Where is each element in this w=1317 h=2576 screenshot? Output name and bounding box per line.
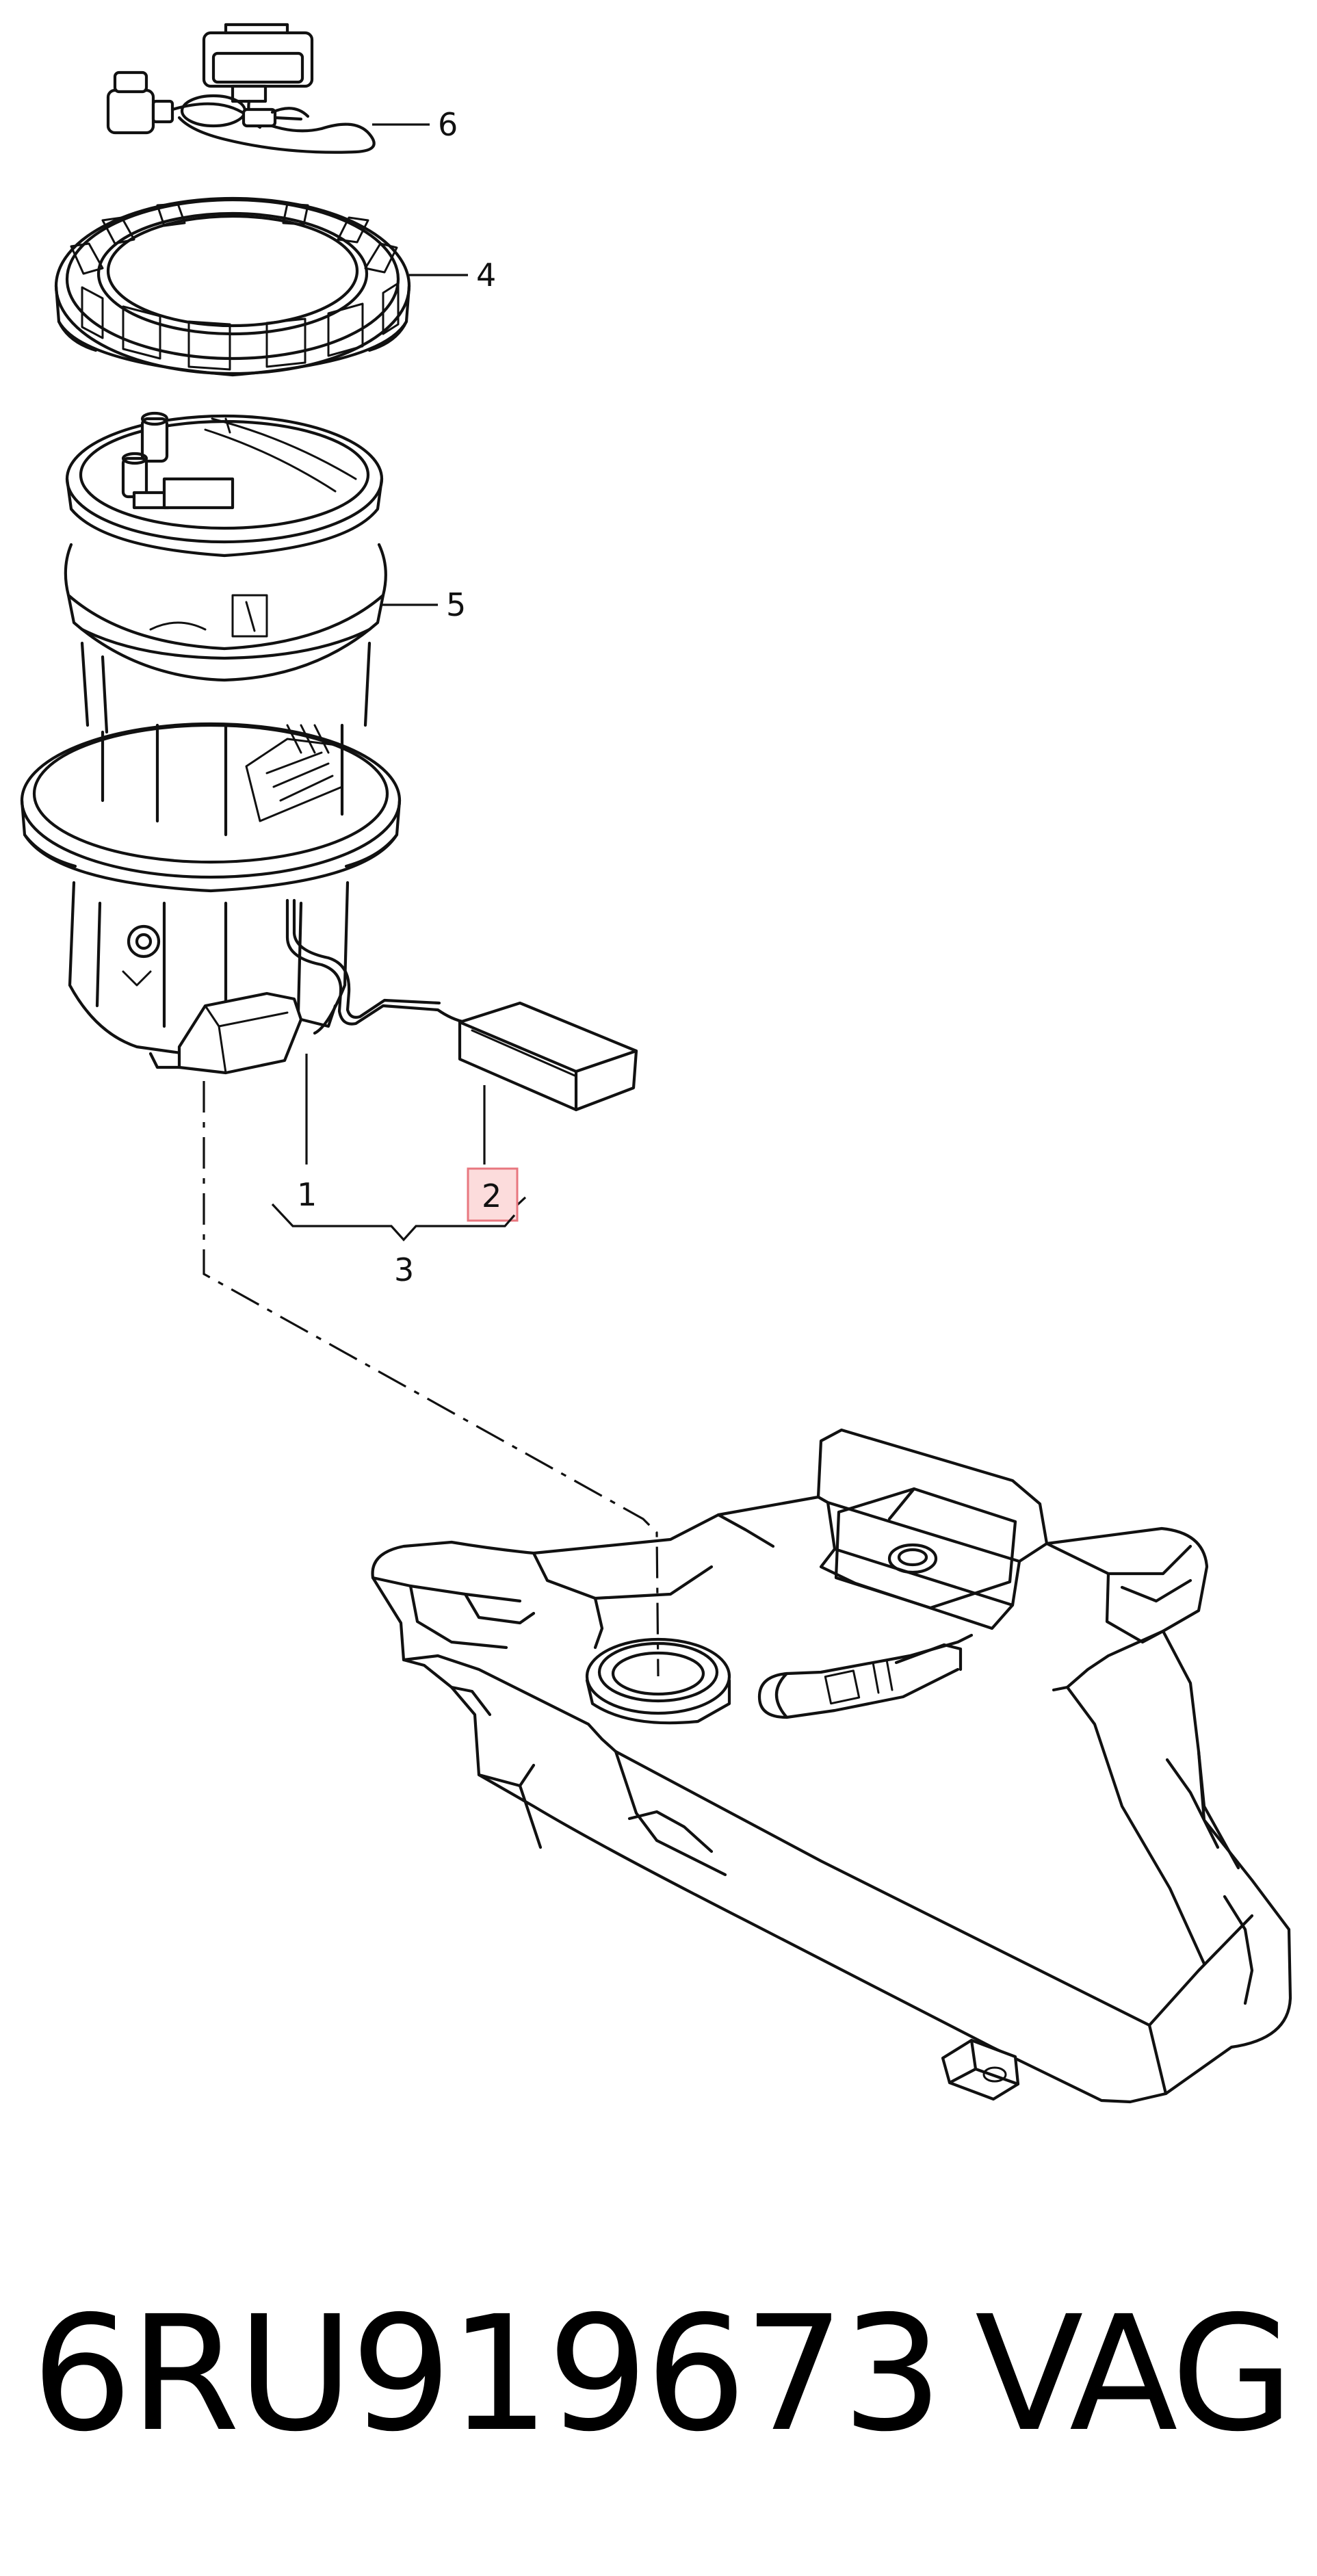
footer-part-info: 6RU919673 VAG	[0, 2272, 1317, 2477]
callout-2: 2	[482, 1178, 501, 1214]
callout-4: 4	[476, 257, 496, 294]
fuel-pump-module-part-1-5	[20, 411, 467, 1075]
level-sender-float-part-2	[458, 1001, 638, 1112]
callout-1: 1	[297, 1176, 317, 1213]
fuel-tank	[371, 1428, 1292, 2104]
part-number: 6RU919673	[31, 2282, 943, 2467]
group-bracket-3	[271, 1203, 516, 1242]
callout-6: 6	[438, 106, 458, 143]
callout-5: 5	[446, 586, 466, 623]
callout-3: 3	[394, 1251, 414, 1288]
locking-ring-part-4	[54, 196, 411, 377]
wiring-harness-part-6	[106, 23, 376, 154]
brand-name: VAG	[975, 2282, 1294, 2467]
installation-axis-line	[203, 1081, 660, 1677]
callout-2-highlight	[467, 1167, 519, 1222]
